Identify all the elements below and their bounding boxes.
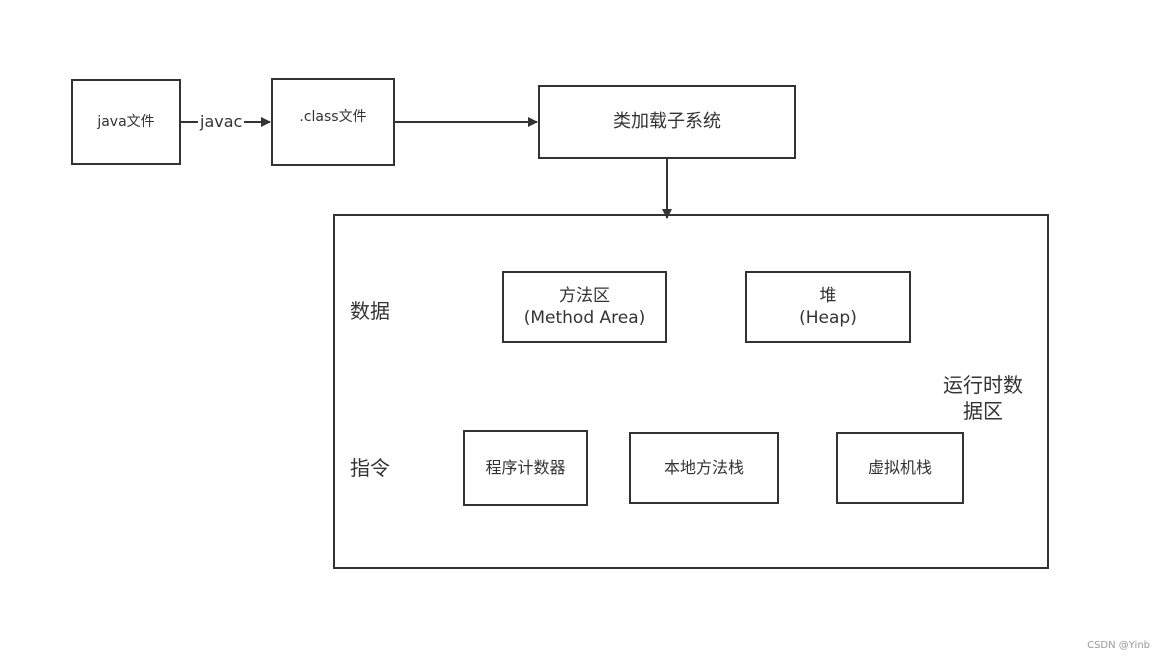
node-java-file-label: java文件	[97, 113, 155, 130]
runtime-area-label: 运行时数 据区	[943, 372, 1023, 424]
watermark: CSDN @Yinb	[1087, 640, 1150, 651]
node-heap-sublabel: (Heap)	[799, 308, 857, 328]
instructions-label: 指令	[350, 456, 390, 480]
node-method-area-label: 方法区	[559, 285, 610, 306]
node-pc-register-label: 程序计数器	[485, 457, 566, 477]
node-heap-label: 堆	[819, 285, 837, 306]
node-java-file: java文件	[71, 79, 181, 165]
runtime-area-label-line1: 运行时数	[943, 373, 1023, 397]
node-vm-stack: 虚拟机栈	[836, 432, 964, 504]
runtime-data-area	[333, 214, 1049, 569]
node-class-file: .class文件	[271, 78, 395, 166]
node-heap: 堆 (Heap)	[745, 271, 911, 343]
node-class-file-label: .class文件	[299, 108, 367, 125]
node-native-method-stack-label: 本地方法栈	[663, 457, 744, 477]
edge-javac-label: javac	[198, 112, 245, 131]
data-label: 数据	[350, 299, 390, 323]
runtime-area-label-line2: 据区	[963, 399, 1003, 423]
node-vm-stack-label: 虚拟机栈	[867, 457, 932, 477]
node-pc-register: 程序计数器	[463, 430, 588, 506]
node-class-loader-label: 类加载子系统	[613, 111, 721, 133]
node-native-method-stack: 本地方法栈	[629, 432, 779, 504]
node-method-area: 方法区 (Method Area)	[502, 271, 667, 343]
node-class-loader: 类加载子系统	[538, 85, 796, 159]
node-method-area-sublabel: (Method Area)	[523, 308, 646, 328]
